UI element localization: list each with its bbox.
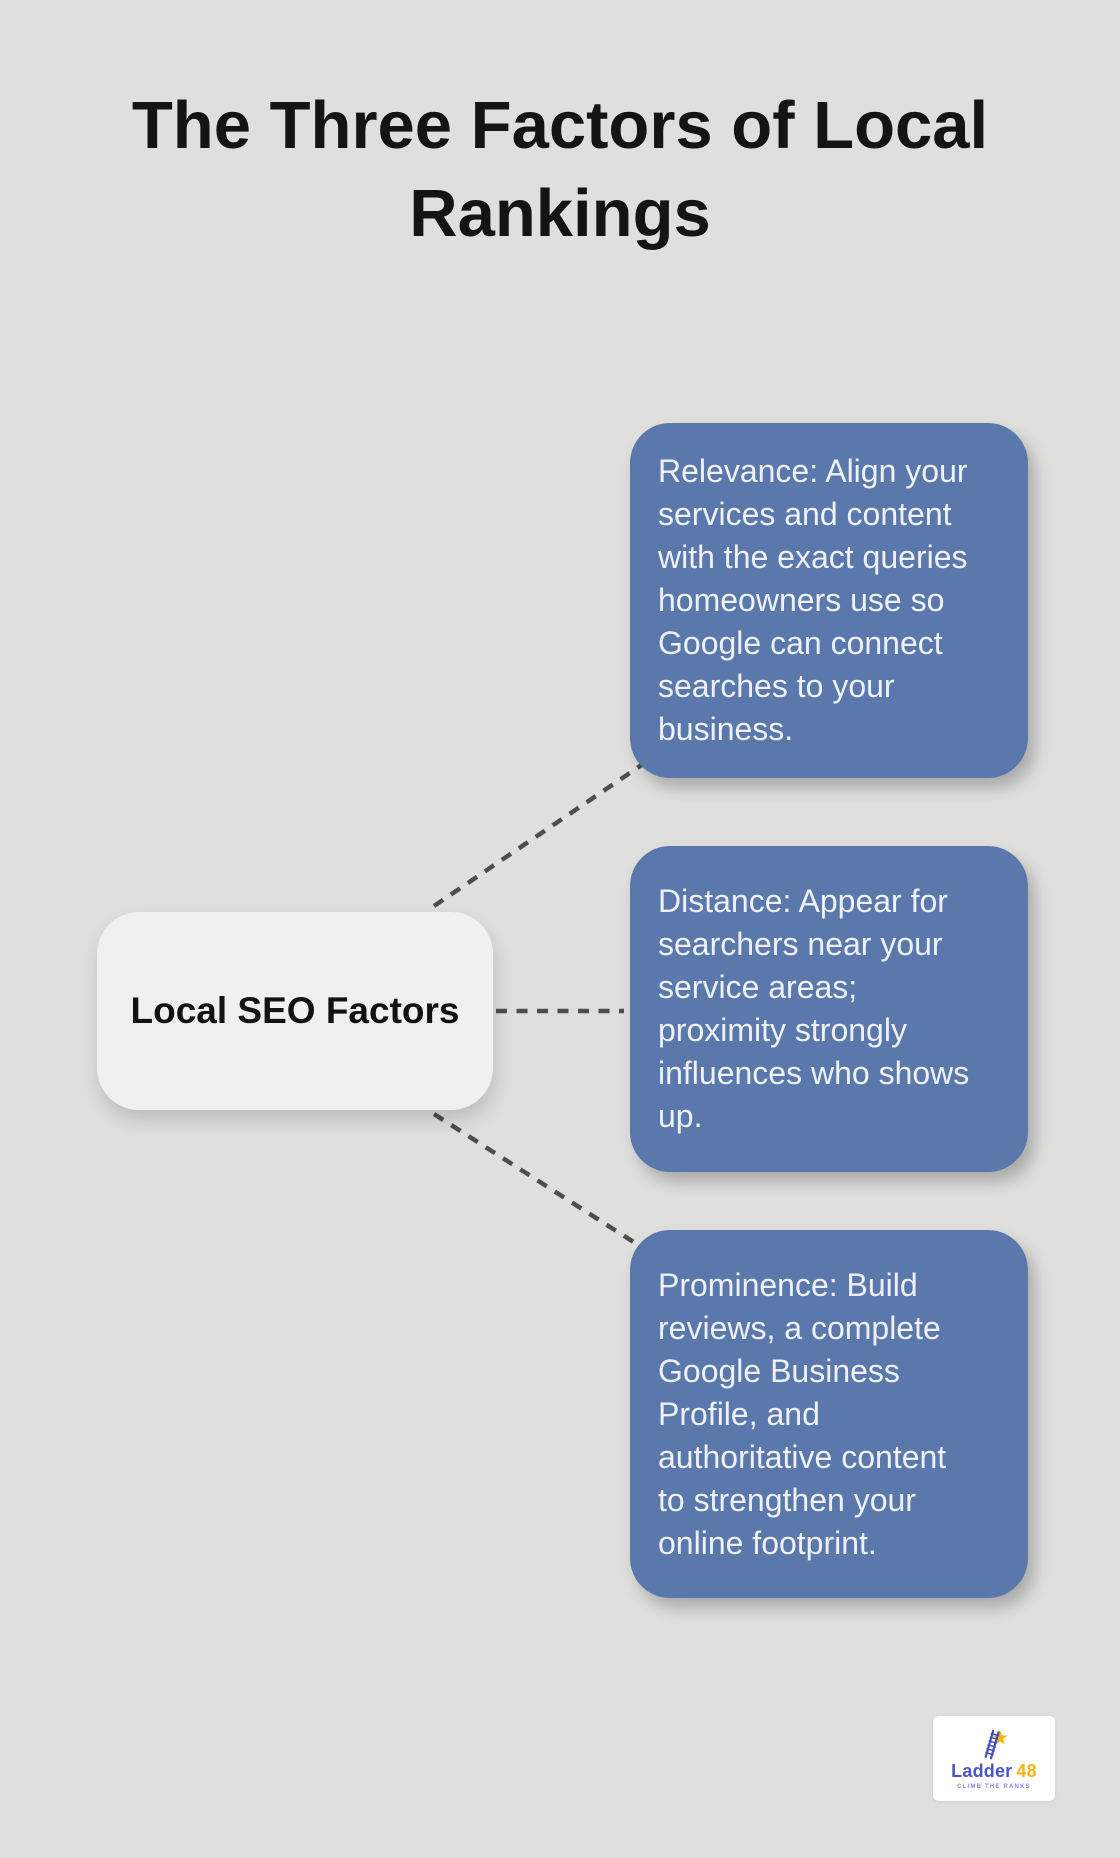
relevance-box: Relevance: Align your services and conte… xyxy=(630,423,1028,778)
logo-brand-number: 48 xyxy=(1016,1760,1037,1781)
relevance-text: Relevance: Align your services and conte… xyxy=(658,453,968,747)
prominence-box: Prominence: Build reviews, a complete Go… xyxy=(630,1230,1028,1598)
connector-prominence xyxy=(432,1112,648,1252)
logo-brand-name: Ladder xyxy=(951,1760,1013,1781)
page-title: The Three Factors of Local Rankings xyxy=(131,88,989,251)
distance-box: Distance: Appear for searchers near your… xyxy=(630,846,1028,1172)
distance-text: Distance: Appear for searchers near your… xyxy=(658,883,970,1134)
node-label: Local SEO Factors xyxy=(130,990,460,1031)
prominence-text: Prominence: Build reviews, a complete Go… xyxy=(658,1266,947,1561)
connector-relevance xyxy=(432,760,648,908)
logo-tagline: CLIMB THE RANKS xyxy=(957,1783,1031,1790)
ladder-star-icon xyxy=(984,1729,1008,1759)
ladder-icon xyxy=(984,1729,1000,1759)
star-icon xyxy=(992,1729,1008,1744)
local-seo-factors-node: Local SEO Factors xyxy=(97,912,493,1110)
